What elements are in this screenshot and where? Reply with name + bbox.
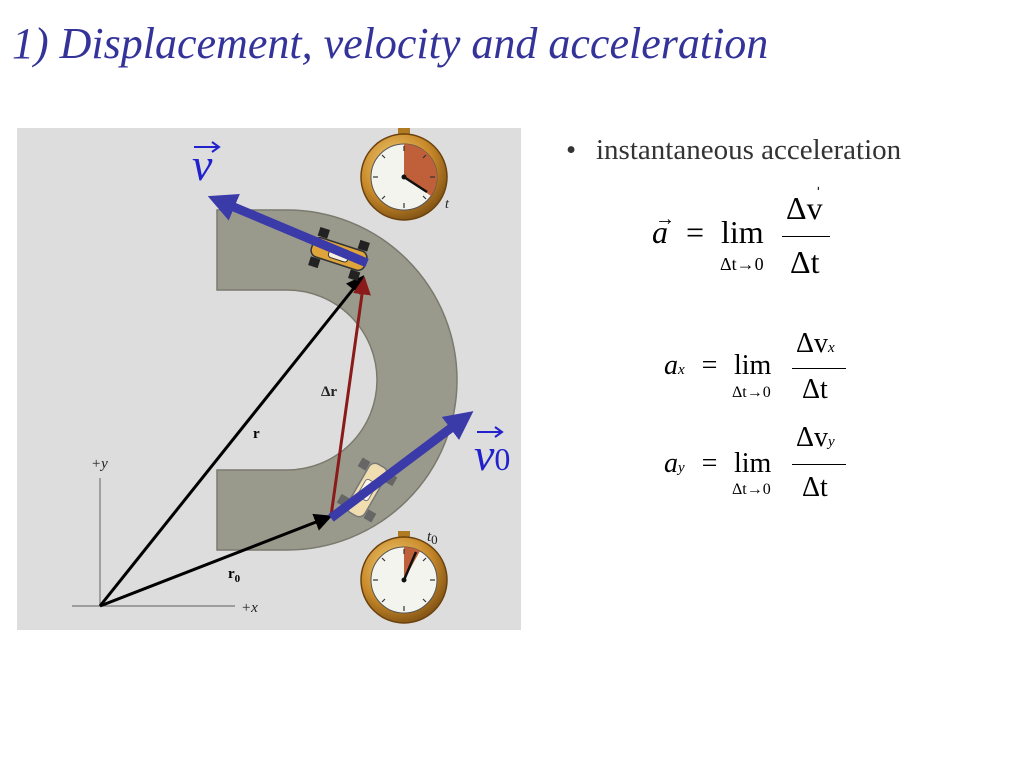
eq-ay-lim-sub: Δt→0: [732, 481, 771, 498]
eq-a-num: Δv: [786, 190, 823, 226]
position-vector-r: [98, 275, 365, 607]
label-v0: v0: [474, 426, 510, 480]
eq-ay-lim: lim: [734, 448, 772, 479]
eq-ay-lhs-sub: y: [678, 460, 685, 476]
velocity-vector-v: [207, 193, 369, 268]
stopwatch-t: [360, 128, 448, 221]
eq-ay-num: Δvy: [796, 422, 835, 453]
eq-a-lim: lim: [721, 214, 764, 250]
bullet-dot: •: [566, 134, 577, 166]
displacement-vector: [329, 276, 371, 517]
eq-a-equals: =: [686, 214, 705, 250]
eq-a-num-tick: ˈ: [815, 184, 822, 206]
eq-ax-fraction-bar: [792, 368, 846, 369]
eq-a-fraction-bar: [782, 236, 830, 237]
eq-ax-den: Δt: [802, 374, 828, 405]
label-v: v: [192, 139, 221, 190]
kinematics-figure: +y +x r r0 Δr: [17, 128, 521, 630]
label-r0: r0: [228, 566, 241, 585]
label-t: t: [445, 197, 450, 212]
y-axis-label: +y: [91, 456, 108, 472]
label-delta-r: Δr: [321, 384, 337, 400]
eq-ax-equals: =: [701, 350, 718, 381]
bullet-text: instantaneous acceleration: [596, 134, 902, 166]
x-axis-label: +x: [241, 600, 258, 616]
stopwatch-t-sector: [404, 144, 438, 196]
svg-text:v0: v0: [474, 429, 510, 480]
eq-ax-lim: lim: [734, 350, 772, 381]
slide-title: 1) Displacement, velocity and accelerati…: [12, 19, 769, 68]
label-r: r: [253, 426, 260, 442]
eq-ay-den: Δt: [802, 472, 828, 503]
eq-ay-equals: =: [701, 448, 718, 479]
stopwatch-t0: [360, 531, 448, 624]
eq-ay-lhs: a: [664, 448, 678, 479]
eq-ax-lhs: a: [664, 350, 678, 381]
svg-text:v: v: [192, 139, 213, 190]
eq-a-den: Δt: [790, 244, 820, 280]
label-t0: t0: [427, 529, 438, 547]
position-vector-r0: [99, 513, 333, 608]
eq-ay-fraction-bar: [792, 464, 846, 465]
eq-ax-num: Δvx: [796, 328, 835, 359]
eq-a-lim-sub: Δt→0: [720, 254, 764, 274]
vector-arrow: →: [655, 208, 675, 230]
velocity-vector-v0: [328, 411, 474, 522]
eq-ax-lim-sub: Δt→0: [732, 384, 771, 401]
bullet-instantaneous-acceleration: • instantaneous acceleration: [566, 134, 901, 167]
eq-ax-lhs-sub: x: [678, 362, 685, 378]
eq-a-lhs: a: [652, 214, 668, 250]
